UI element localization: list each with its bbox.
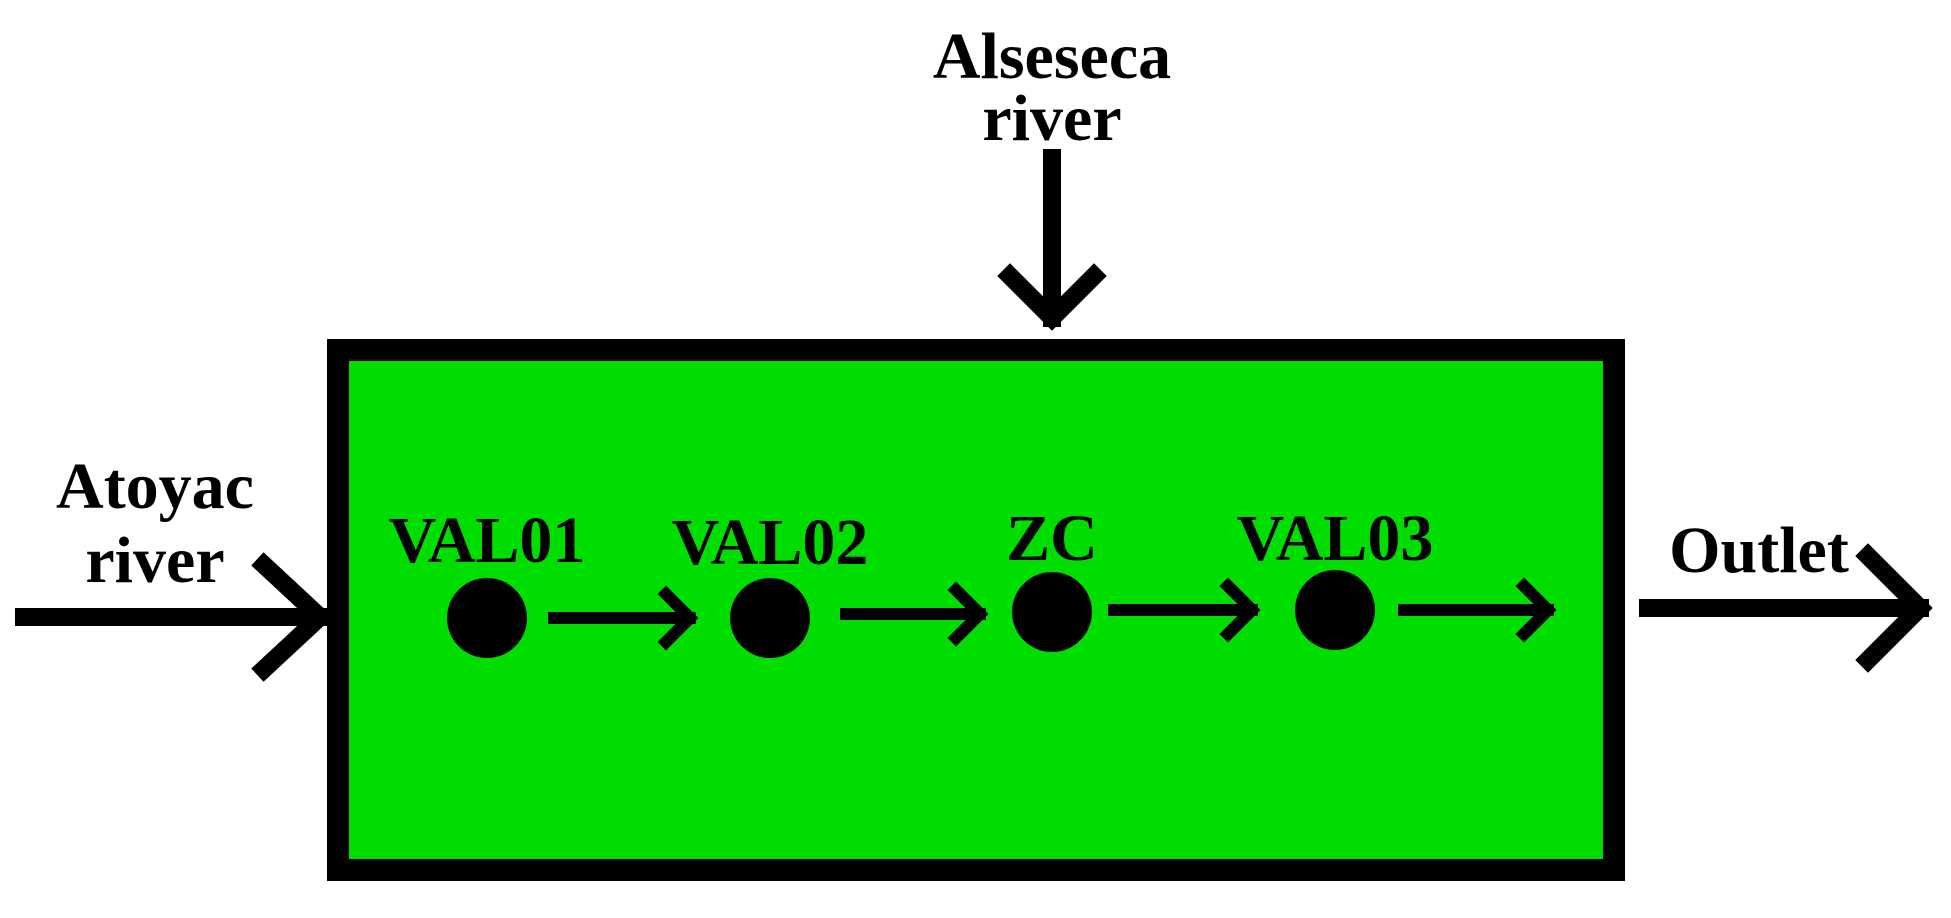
alseseca-arrow — [997, 149, 1107, 331]
flow-arrow-4 — [1398, 577, 1557, 643]
outlet-label: Outlet — [1669, 514, 1849, 587]
station-label: VAL01 — [389, 504, 586, 577]
flow-arrow-3 — [1108, 577, 1261, 643]
atoyac-label-line2: river — [85, 524, 224, 597]
station-marker — [1012, 572, 1092, 652]
flow-arrow-2 — [840, 581, 989, 647]
station-label: VAL03 — [1237, 502, 1434, 575]
outlet-arrow — [1639, 543, 1933, 673]
station-val02: VAL02 — [672, 506, 869, 658]
station-marker — [730, 578, 810, 658]
flow-arrow-1 — [548, 585, 699, 651]
station-marker — [447, 578, 527, 658]
station-marker — [1295, 570, 1375, 650]
station-val03: VAL03 — [1237, 502, 1434, 650]
alseseca-label-line1: Alseseca — [933, 20, 1171, 93]
station-label: ZC — [1006, 502, 1098, 575]
station-val01: VAL01 — [389, 504, 586, 658]
station-zc: ZC — [1006, 502, 1098, 652]
alseseca-label-line2: river — [982, 82, 1121, 155]
station-label: VAL02 — [672, 506, 869, 579]
atoyac-label-line1: Atoyac — [56, 450, 254, 523]
atoyac-arrow — [15, 552, 334, 682]
station-chain: VAL01 VAL02 ZC VAL03 — [389, 502, 1557, 658]
